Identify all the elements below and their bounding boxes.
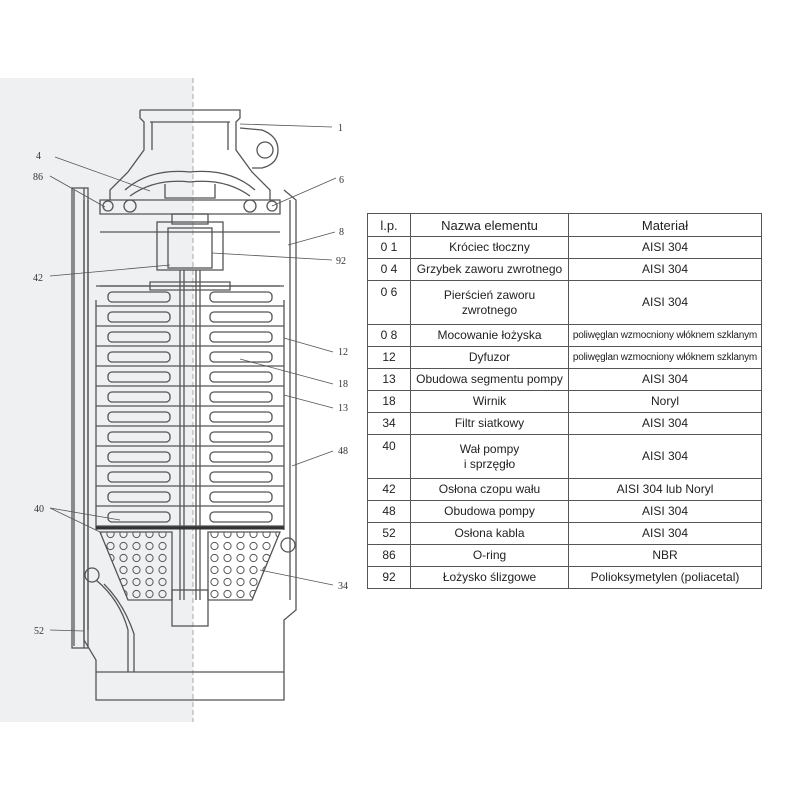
materials-table: l.p. Nazwa elementu Materiał 0 1 Króciec… xyxy=(367,213,762,589)
cable-guard xyxy=(95,579,135,672)
callout-12: 12 xyxy=(338,347,348,358)
row-name: Grzybek zaworu zwrotnego xyxy=(410,258,569,281)
table-row: 0 6 Pierścień zaworu zwrotnego AISI 304 xyxy=(367,280,762,325)
row-name: O-ring xyxy=(410,544,569,567)
row-name: Pierścień zaworu zwrotnego xyxy=(410,280,569,325)
row-no: 42 xyxy=(367,478,411,501)
callout-13: 13 xyxy=(338,403,348,414)
table-row: 12 Dyfuzor poliwęglan wzmocniony włóknem… xyxy=(367,346,762,369)
callout-42: 42 xyxy=(33,273,43,284)
row-no: 86 xyxy=(367,544,411,567)
row-material: AISI 304 xyxy=(568,412,762,435)
row-material: Noryl xyxy=(568,390,762,413)
table-header-row: l.p. Nazwa elementu Materiał xyxy=(367,213,762,237)
row-name: Mocowanie łożyska xyxy=(410,324,569,347)
bearing-block xyxy=(156,221,224,271)
row-name: Wał pompy i sprzęgło xyxy=(410,434,569,479)
callout-40: 40 xyxy=(34,504,44,515)
row-no: 40 xyxy=(367,434,411,479)
row-no: 92 xyxy=(367,566,411,589)
table-row: 13 Obudowa segmentu pompy AISI 304 xyxy=(367,368,762,391)
table-row: 0 8 Mocowanie łożyska poliwęglan wzmocni… xyxy=(367,324,762,347)
table-row: 40 Wał pompy i sprzęgło AISI 304 xyxy=(367,434,762,479)
check-valve xyxy=(124,170,256,197)
callout-48: 48 xyxy=(338,446,348,457)
callout-86: 86 xyxy=(33,172,43,183)
row-no: 0 6 xyxy=(367,280,411,325)
callout-6: 6 xyxy=(339,175,344,186)
table-row: 52 Osłona kabla AISI 304 xyxy=(367,522,762,545)
callout-leaders xyxy=(49,123,337,632)
callout-18: 18 xyxy=(338,379,348,390)
row-no: 18 xyxy=(367,390,411,413)
pump-shaft xyxy=(179,270,201,600)
row-material: AISI 304 xyxy=(568,434,762,479)
row-material: AISI 304 xyxy=(568,258,762,281)
row-no: 0 4 xyxy=(367,258,411,281)
callout-52: 52 xyxy=(34,626,44,637)
callout-34: 34 xyxy=(338,581,348,592)
table-row: 92 Łożysko ślizgowe Polioksymetylen (pol… xyxy=(367,566,762,589)
outlet-lug xyxy=(239,127,279,169)
callout-1: 1 xyxy=(338,123,343,134)
row-name: Obudowa segmentu pompy xyxy=(410,368,569,391)
row-material: AISI 304 xyxy=(568,368,762,391)
callout-4: 4 xyxy=(36,151,41,162)
row-name: Wirnik xyxy=(410,390,569,413)
shaft-coupling xyxy=(171,589,209,627)
table-row: 34 Filtr siatkowy AISI 304 xyxy=(367,412,762,435)
row-material: AISI 304 lub Noryl xyxy=(568,478,762,501)
row-name: Króciec tłoczny xyxy=(410,236,569,259)
header-no: l.p. xyxy=(367,213,411,237)
row-material: Polioksymetylen (poliacetal) xyxy=(568,566,762,589)
row-material: poliwęglan wzmocniony włóknem szklanym xyxy=(568,346,762,369)
discharge-outlet xyxy=(109,109,271,200)
table-row: 48 Obudowa pompy AISI 304 xyxy=(367,500,762,523)
table-row: 0 1 Króciec tłoczny AISI 304 xyxy=(367,236,762,259)
table-row: 0 4 Grzybek zaworu zwrotnego AISI 304 xyxy=(367,258,762,281)
row-name: Dyfuzor xyxy=(410,346,569,369)
row-no: 52 xyxy=(367,522,411,545)
row-no: 0 8 xyxy=(367,324,411,347)
row-material: poliwęglan wzmocniony włóknem szklanym xyxy=(568,324,762,347)
callout-92: 92 xyxy=(336,256,346,267)
pump-drawing xyxy=(71,109,297,701)
row-material: AISI 304 xyxy=(568,236,762,259)
row-material: AISI 304 xyxy=(568,280,762,325)
row-name: Łożysko ślizgowe xyxy=(410,566,569,589)
row-name: Obudowa pompy xyxy=(410,500,569,523)
row-no: 0 1 xyxy=(367,236,411,259)
pump-stages xyxy=(96,285,284,527)
row-no: 48 xyxy=(367,500,411,523)
row-name: Osłona kabla xyxy=(410,522,569,545)
row-name: Filtr siatkowy xyxy=(410,412,569,435)
header-material: Materiał xyxy=(568,213,762,237)
row-name: Osłona czopu wału xyxy=(410,478,569,501)
table-row: 18 Wirnik Noryl xyxy=(367,390,762,413)
table-row: 86 O-ring NBR xyxy=(367,544,762,567)
header-name: Nazwa elementu xyxy=(410,213,569,237)
row-no: 12 xyxy=(367,346,411,369)
row-no: 13 xyxy=(367,368,411,391)
row-material: AISI 304 xyxy=(568,500,762,523)
table-row: 42 Osłona czopu wału AISI 304 lub Noryl xyxy=(367,478,762,501)
row-no: 34 xyxy=(367,412,411,435)
row-material: AISI 304 xyxy=(568,522,762,545)
row-material: NBR xyxy=(568,544,762,567)
callout-8: 8 xyxy=(339,227,344,238)
